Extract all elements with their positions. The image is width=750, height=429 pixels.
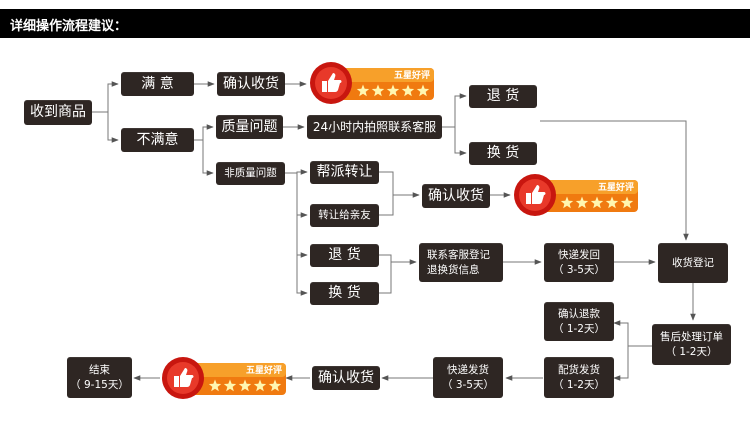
end-line-1: 结束 (89, 364, 110, 377)
node-return-2: 退 货 (310, 244, 379, 267)
star-icon (605, 196, 619, 209)
star-icon (620, 196, 634, 209)
node-confirm-receipt-2: 确认收货 (422, 184, 490, 208)
badge-graphic (310, 62, 434, 104)
star-icon (416, 84, 430, 97)
node-confirm-receipt-3: 确认收货 (312, 366, 380, 390)
star-icon (560, 196, 574, 209)
star-icon (253, 379, 267, 392)
refund-line-2: （ 1-2天） (553, 322, 605, 335)
star-icon (386, 84, 400, 97)
node-transfer-to-friend: 转让给亲友 (310, 204, 379, 227)
badge-label-3: 五星好评 (246, 366, 283, 376)
aftersale-line-1: 售后处理订单 (660, 331, 723, 344)
star-icon (223, 379, 237, 392)
node-express-ship: 快递发货 （ 3-5天） (433, 357, 503, 398)
header-bar: 详细操作流程建议： (0, 9, 750, 38)
contact-line-2: 退换货信息 (427, 263, 480, 276)
node-photo-contact-service: 24小时内拍照联系客服 (307, 115, 442, 139)
deliver-line-1: 配货发货 (558, 364, 600, 377)
deliver-line-2: （ 1-2天） (553, 378, 605, 391)
node-quality-issue: 质量问题 (216, 115, 283, 139)
node-contact-service-register: 联系客服登记 退换货信息 (419, 243, 503, 282)
aftersale-line-2: （ 1-2天） (665, 345, 718, 358)
node-receive: 收到商品 (24, 100, 92, 125)
refund-line-1: 确认退款 (558, 308, 600, 321)
star-icon (371, 84, 385, 97)
node-return-1: 退 货 (469, 85, 537, 108)
node-pick-and-ship: 配货发货 （ 1-2天） (544, 357, 614, 398)
node-unsatisfied: 不满意 (121, 128, 194, 152)
star-icon (208, 379, 222, 392)
node-confirm-refund: 确认退款 （ 1-2天） (544, 302, 614, 341)
badge-label-1: 五星好评 (394, 71, 431, 81)
star-icon (268, 379, 282, 392)
node-help-transfer: 帮派转让 (310, 161, 379, 184)
five-star-badge-1: 五星好评 (308, 60, 438, 106)
ship-back-line-1: 快递发回 (558, 249, 600, 262)
node-end: 结束 （ 9-15天） (67, 357, 132, 398)
star-icon (590, 196, 604, 209)
ship-back-line-2: （ 3-5天） (553, 263, 605, 276)
five-star-badge-3: 五星好评 (160, 355, 290, 401)
star-icon (401, 84, 415, 97)
node-satisfied: 满 意 (121, 72, 194, 96)
node-ship-back: 快递发回 （ 3-5天） (544, 243, 614, 282)
node-non-quality-issue: 非质量问题 (216, 162, 285, 185)
end-line-2: （ 9-15天） (70, 378, 129, 391)
node-receive-register: 收货登记 (658, 243, 728, 283)
five-star-badge-2: 五星好评 (512, 172, 642, 218)
star-icon (356, 84, 370, 97)
header-title: 详细操作流程建议： (10, 19, 128, 34)
star-icon (575, 196, 589, 209)
contact-line-1: 联系客服登记 (427, 249, 490, 262)
ship-out-line-1: 快递发货 (447, 364, 489, 377)
node-aftersale-order: 售后处理订单 （ 1-2天） (652, 324, 731, 365)
node-exchange-1: 换 货 (469, 142, 537, 165)
ship-out-line-2: （ 3-5天） (442, 378, 494, 391)
node-exchange-2: 换 货 (310, 282, 379, 305)
badge-graphic (514, 174, 638, 216)
badge-label-2: 五星好评 (598, 183, 635, 193)
star-icon (238, 379, 252, 392)
badge-graphic (162, 357, 286, 399)
node-confirm-receipt-1: 确认收货 (217, 72, 285, 96)
